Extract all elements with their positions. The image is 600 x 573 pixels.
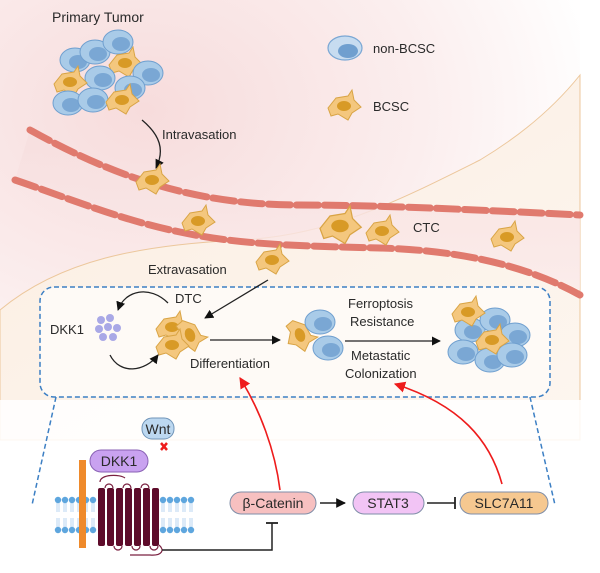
lipid-head <box>54 526 62 534</box>
lipid-head <box>166 526 174 534</box>
lipid-head <box>68 496 76 504</box>
extravasation-label: Extravasation <box>148 262 227 277</box>
lipid-head <box>173 526 181 534</box>
lipid-tail <box>91 503 95 512</box>
wnt-label: Wnt <box>146 421 171 437</box>
ferroptosis-label-line2: Resistance <box>350 314 414 329</box>
lipid-head <box>173 496 181 504</box>
lipid-tail <box>91 518 95 527</box>
lipid-head <box>89 526 97 534</box>
ferroptosis-label-line1: Ferroptosis <box>348 296 414 311</box>
ctc-label: CTC <box>413 220 440 235</box>
lipid-tail <box>161 518 165 527</box>
lipid-head <box>187 496 195 504</box>
lipid-tail <box>168 503 172 512</box>
receptor-signal-line <box>162 523 273 551</box>
dkk1-secreted-label: DKK1 <box>50 322 84 337</box>
slc7a11-label: SLC7A11 <box>475 495 534 511</box>
intravasation-label: Intravasation <box>162 127 236 142</box>
metastatic-label-line1: Metastatic <box>351 348 411 363</box>
vessel-wall-lower <box>11 176 584 299</box>
lipid-head <box>159 496 167 504</box>
frizzled-receptor <box>98 474 163 556</box>
wnt-ligand: Wnt <box>141 417 175 440</box>
lipid-tail <box>189 503 193 512</box>
dkk1-secreted-dots <box>95 314 121 341</box>
lipid-tail <box>161 503 165 512</box>
legend-label-non-bcsc: non-BCSC <box>373 41 435 56</box>
lipid-head <box>68 526 76 534</box>
differentiation-label: Differentiation <box>190 356 270 371</box>
lipid-head <box>61 496 69 504</box>
bottom-fade <box>0 400 600 573</box>
lipid-tail <box>70 518 74 527</box>
beta-catenin-to-differentiation-arrow <box>239 377 281 491</box>
vessel-wall-upper <box>26 126 584 219</box>
lrp-coreceptor <box>79 460 86 548</box>
zoom-line-right <box>529 396 556 506</box>
beta-catenin-node: β-Catenin <box>229 491 317 515</box>
lipid-tail <box>70 503 74 512</box>
lipid-tail <box>189 518 193 527</box>
lipid-head <box>159 526 167 534</box>
extravasation-arrow <box>204 279 269 319</box>
beta-catenin-label: β-Catenin <box>243 495 304 511</box>
dtc-label: DTC <box>175 291 202 306</box>
dkk1-label: DKK1 <box>101 453 138 469</box>
lipid-head <box>61 526 69 534</box>
lipid-tail <box>175 518 179 527</box>
blocked-x-icon <box>160 442 168 451</box>
lipid-head <box>180 526 188 534</box>
lipid-tail <box>182 503 186 512</box>
intravasation-arrow <box>141 119 164 169</box>
lipid-tail <box>63 503 67 512</box>
lipid-head <box>166 496 174 504</box>
lipid-head <box>180 496 188 504</box>
lipid-tail <box>56 518 60 527</box>
legend: non-BCSC BCSC <box>327 35 435 121</box>
lipid-tail <box>168 518 172 527</box>
lipid-tail <box>56 503 60 512</box>
dkk1-protein: DKK1 <box>89 449 149 473</box>
blood-vessel <box>11 126 584 299</box>
metastatic-label-line2: Colonization <box>345 366 417 381</box>
lipid-head <box>89 496 97 504</box>
lipid-tail <box>175 503 179 512</box>
primary-tumor-label: Primary Tumor <box>52 9 144 25</box>
stat3-label: STAT3 <box>367 495 409 511</box>
stat3-node: STAT3 <box>352 491 425 515</box>
slc7a11-node: SLC7A11 <box>459 491 549 515</box>
lipid-head <box>54 496 62 504</box>
slc7a11-to-colonization-arrow <box>393 381 503 485</box>
lipid-head <box>187 526 195 534</box>
legend-label-bcsc: BCSC <box>373 99 409 114</box>
dkk1-feedback-arrow <box>109 354 159 370</box>
lipid-tail <box>63 518 67 527</box>
zoom-line-left <box>31 396 57 506</box>
dkk1-secretion-arrow <box>116 291 169 311</box>
non-bcsc-cell-icon <box>327 35 363 61</box>
lipid-tail <box>182 518 186 527</box>
